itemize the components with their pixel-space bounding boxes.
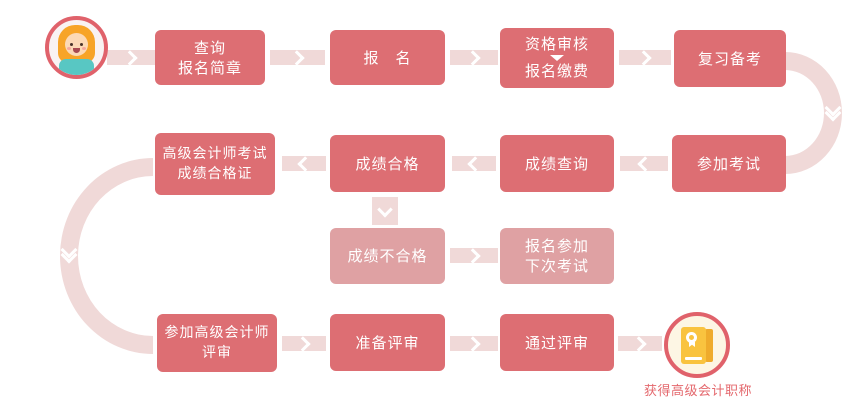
- certificate-line: [685, 357, 702, 360]
- flow-arrow: [372, 197, 398, 225]
- step-label: 高级会计师考试: [162, 146, 268, 162]
- certificate-icon: [664, 312, 730, 378]
- step-label: 参加高级会计师: [164, 325, 270, 341]
- step-label: 参加考试: [696, 154, 761, 173]
- flow-arrow: [282, 155, 326, 172]
- chevron-right-icon: [465, 49, 481, 66]
- arrow-down-icon: [550, 55, 564, 61]
- chevron-left-icon: [297, 155, 313, 172]
- double-chevron-down-icon: [60, 241, 78, 264]
- chevron-right-icon: [122, 49, 138, 66]
- step-register: 报 名: [330, 30, 445, 85]
- avatar-shirt: [59, 59, 94, 75]
- step-join-review: 参加高级会计师 评审: [157, 314, 277, 372]
- step-label: 成绩合格证: [177, 166, 253, 182]
- flow-arrow: [282, 335, 326, 352]
- flow-arrow: [450, 247, 498, 264]
- step-label: 报名缴费: [524, 62, 589, 80]
- step-next-exam: 报名参加 下次考试: [500, 228, 614, 284]
- chevron-down-icon: [377, 201, 393, 218]
- step-audit-payment: 资格审核 报名缴费: [500, 28, 614, 88]
- step-take-exam: 参加考试: [672, 135, 786, 192]
- avatar-eye: [80, 43, 83, 46]
- medal-icon: [686, 332, 697, 343]
- flow-arrow: [620, 155, 668, 172]
- step-label: 报名简章: [177, 58, 242, 77]
- avatar-face: [65, 33, 88, 56]
- step-label: 下次考试: [524, 257, 589, 275]
- step-certificate: 高级会计师考试 成绩合格证: [155, 133, 275, 195]
- step-label: 准备评审: [355, 333, 420, 352]
- avatar-eye: [70, 43, 73, 46]
- step-label: 成绩合格: [355, 154, 420, 173]
- flow-arrow: [450, 49, 498, 66]
- flow-arrow: [107, 49, 155, 66]
- chevron-left-icon: [637, 155, 653, 172]
- flow-arrow: [618, 335, 662, 352]
- avatar-mouth: [73, 48, 80, 53]
- result-label: 获得高级会计职称: [643, 384, 752, 399]
- avatar-cheek: [67, 47, 71, 50]
- step-label: 成绩不合格: [347, 247, 428, 265]
- flow-arrow: [619, 49, 671, 66]
- flow-arrow: [452, 155, 496, 172]
- step-label: 报 名: [363, 48, 412, 67]
- step-label: 报名参加: [524, 237, 589, 255]
- step-label: 成绩查询: [524, 154, 589, 173]
- avatar-cheek: [82, 47, 86, 50]
- chevron-right-icon: [465, 335, 481, 352]
- flow-arrow: [270, 49, 325, 66]
- step-score-query: 成绩查询: [500, 135, 614, 192]
- chevron-right-icon: [636, 49, 652, 66]
- flow-arrow: [450, 335, 498, 352]
- step-prepare-exam: 复习备考: [674, 30, 786, 87]
- step-label: 复习备考: [697, 49, 762, 68]
- step-label: 资格审核: [524, 35, 589, 53]
- step-query-guide: 查询 报名简章: [155, 30, 265, 85]
- step-label: 通过评审: [524, 333, 589, 352]
- chevron-right-icon: [288, 49, 305, 66]
- step-score-pass: 成绩合格: [330, 135, 445, 192]
- step-label: 查询: [193, 38, 226, 57]
- certificate-back-page: [705, 329, 713, 362]
- double-chevron-down-icon: [824, 99, 842, 122]
- applicant-avatar-icon: [45, 16, 108, 79]
- step-pass-review: 通过评审: [500, 314, 614, 371]
- chevron-left-icon: [467, 155, 483, 172]
- step-prepare-review: 准备评审: [330, 314, 445, 371]
- medal-ribbon: [689, 342, 695, 347]
- step-score-fail: 成绩不合格: [330, 228, 445, 284]
- step-label: 评审: [202, 345, 232, 361]
- chevron-right-icon: [295, 335, 311, 352]
- chevron-right-icon: [631, 335, 647, 352]
- chevron-right-icon: [465, 247, 481, 264]
